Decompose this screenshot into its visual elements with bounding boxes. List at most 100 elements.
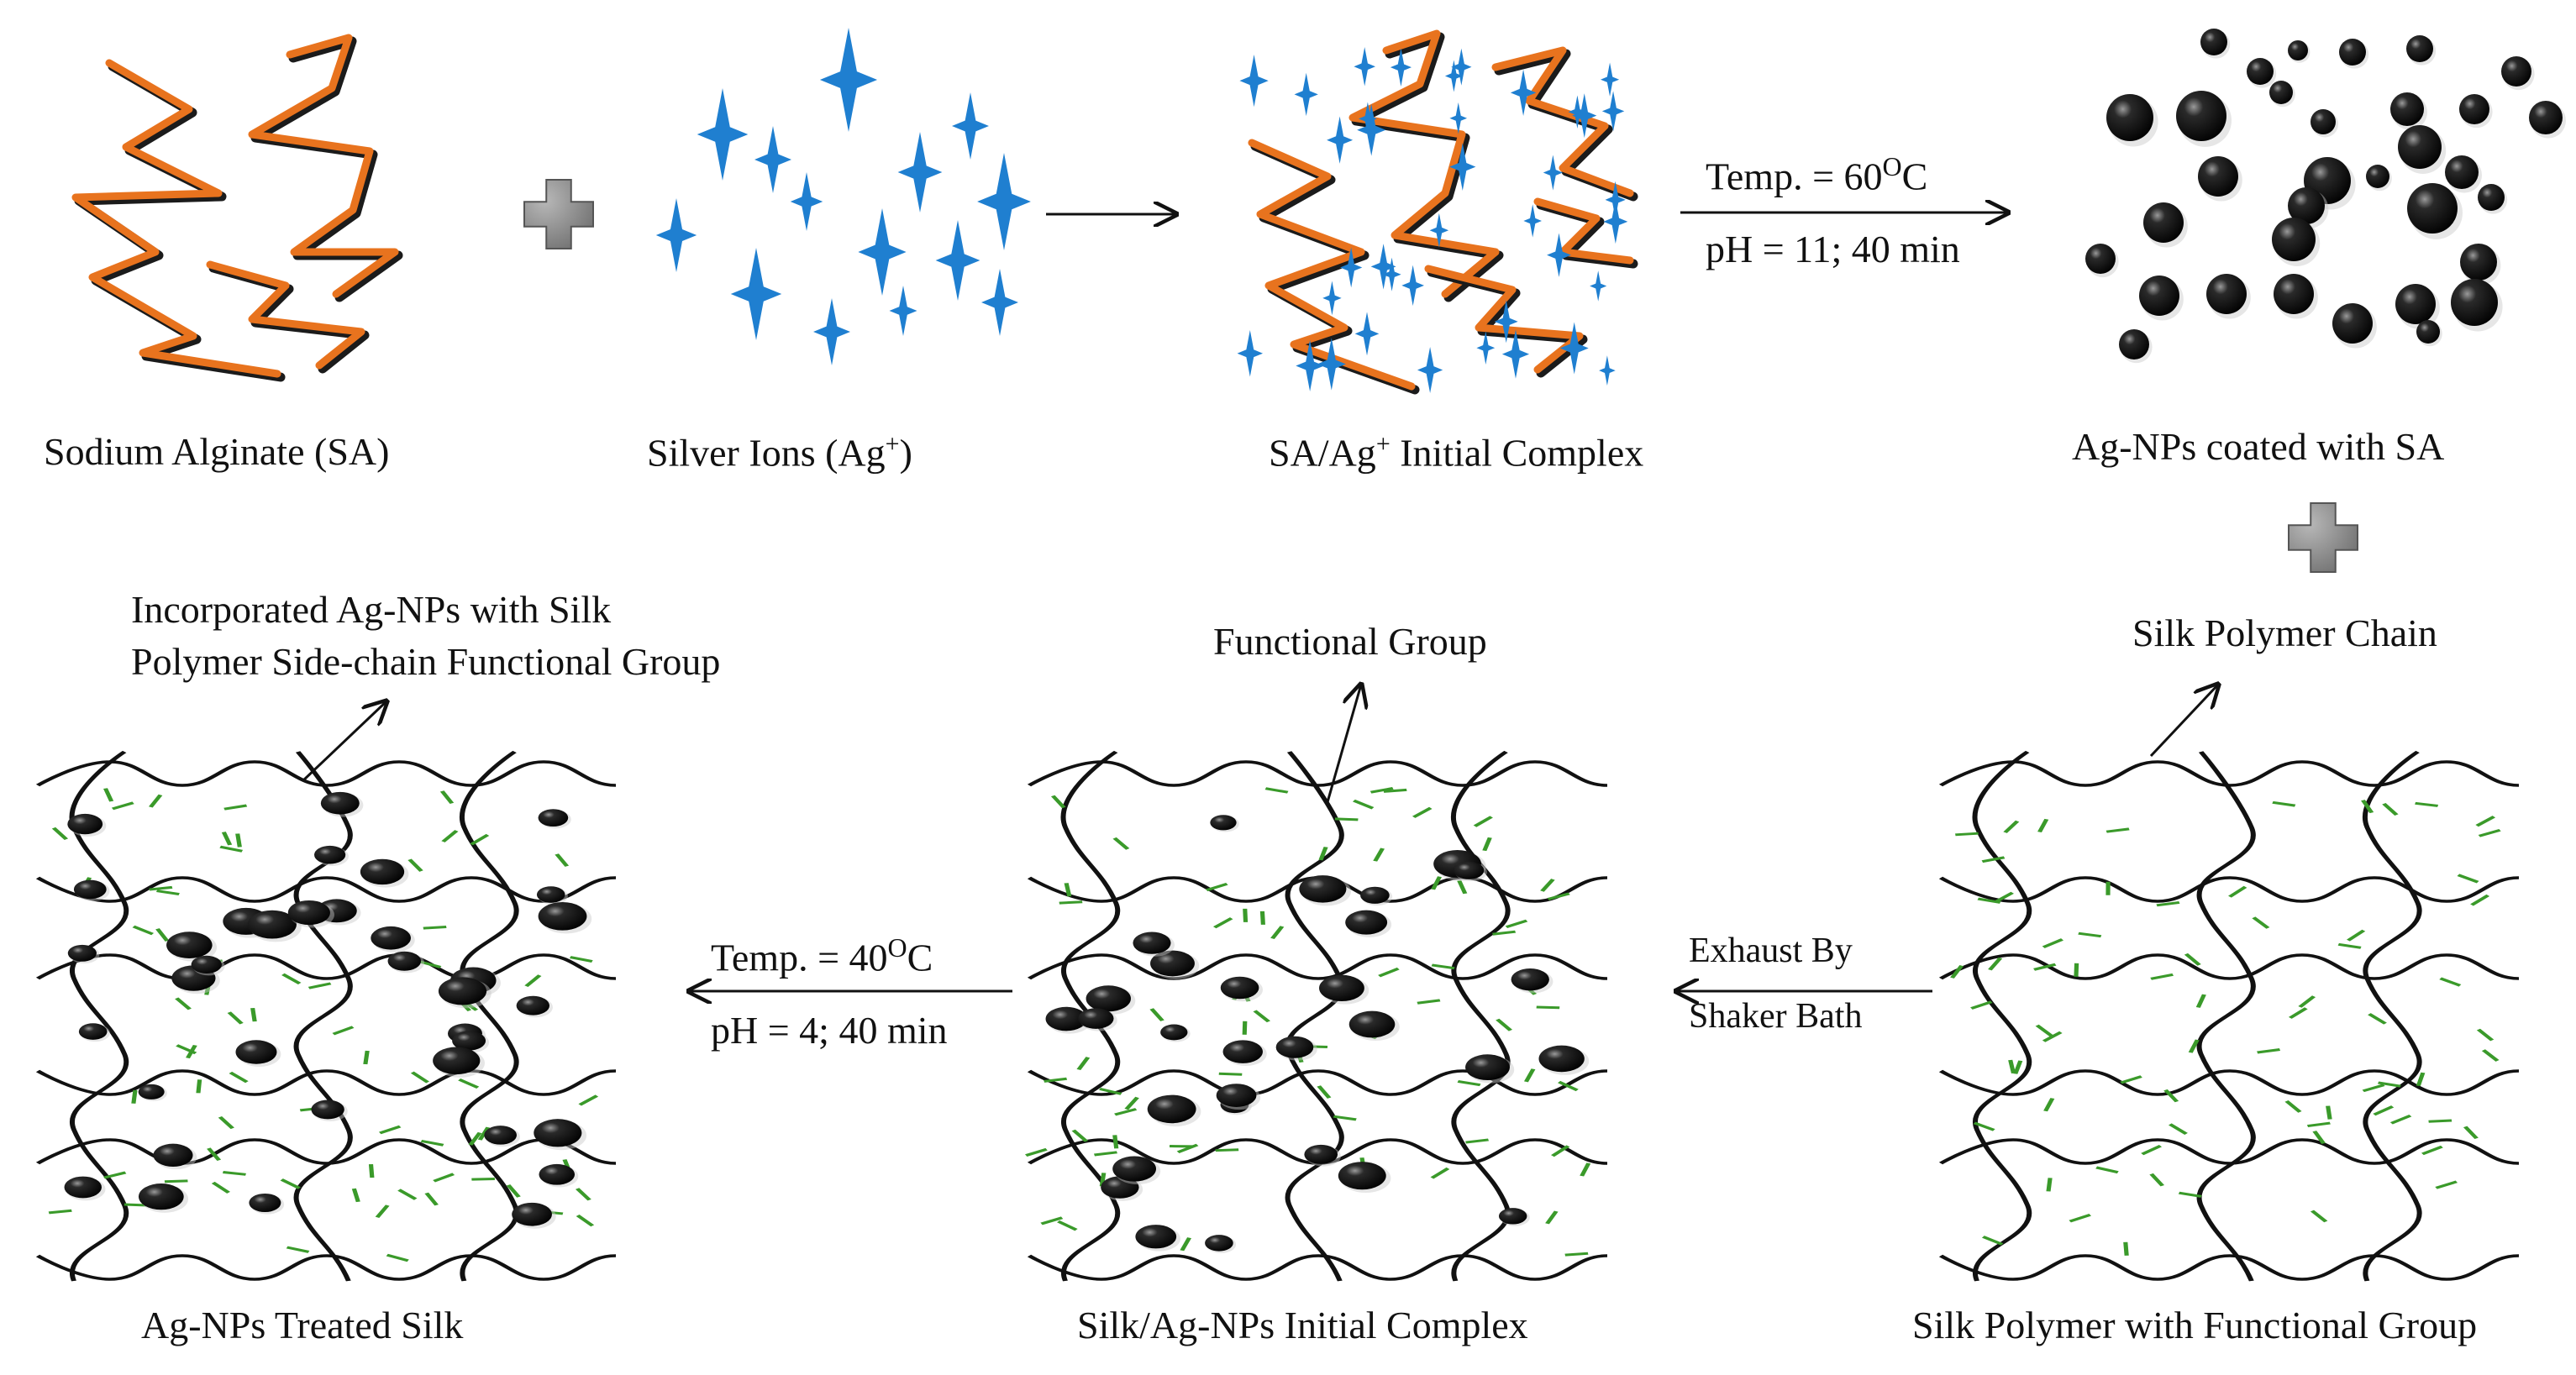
silver-ion-icon — [1543, 155, 1563, 191]
complex-chain-shadow — [1351, 32, 1504, 302]
silk-chain-horizontal — [1938, 953, 2520, 980]
functional-group-mark — [2470, 894, 2490, 906]
nanoparticle-icon — [1275, 1036, 1314, 1058]
silver-ion-icon — [1237, 330, 1264, 377]
nanoparticle-icon — [249, 1193, 281, 1213]
functional-group-mark — [281, 973, 302, 985]
functional-group-mark — [1180, 1237, 1191, 1252]
nanoparticle-icon — [2176, 91, 2226, 141]
silver-ion-icon — [1327, 116, 1354, 164]
functional-group-mark — [1977, 897, 2001, 904]
nanoparticle-icon — [1147, 1094, 1196, 1124]
silk-chain-horizontal — [35, 1069, 617, 1096]
functional-group-mark — [1431, 876, 1442, 890]
silver-ion-icon — [1296, 339, 1324, 392]
nanoparticle-icon — [484, 1126, 518, 1145]
temp60-degree: O — [1882, 151, 1902, 181]
functional-group-mark — [524, 974, 542, 988]
functional-group-mark — [51, 827, 69, 840]
silver-ion-icon — [1572, 93, 1597, 139]
nanoparticle-icon — [1538, 1045, 1585, 1073]
nanoparticle-icon — [1078, 1008, 1114, 1029]
arrow-line — [1326, 685, 1361, 803]
temp40-text: Temp. = 40 — [711, 936, 888, 979]
complex-chain — [1248, 139, 1416, 391]
functional-group-mark — [2306, 1121, 2331, 1128]
functional-group-mark — [386, 1253, 409, 1262]
nanoparticle-icon — [1498, 1208, 1527, 1225]
functional-group-mark — [2312, 1131, 2326, 1144]
silk-chain-vertical — [1450, 750, 1511, 1282]
nanoparticle-icon — [2501, 56, 2531, 87]
functional-group-mark — [477, 1126, 491, 1141]
nanoparticle-icon — [1454, 861, 1485, 879]
ag-treated-silk-network — [35, 750, 617, 1282]
nanoparticle-icon — [2106, 94, 2153, 141]
silver-ion-icon — [697, 88, 749, 181]
functional-group-mark — [1557, 1080, 1579, 1092]
silver-ion-icon — [1599, 355, 1616, 386]
silk-chain-vertical — [2362, 750, 2422, 1282]
functional-group-mark — [2428, 1119, 2452, 1123]
silk-chain-horizontal — [35, 1138, 617, 1165]
functional-group-mark — [223, 804, 248, 811]
nanoparticle-icon — [2445, 155, 2479, 189]
functional-group-mark — [1318, 847, 1328, 861]
nanoparticle-icon — [1135, 1225, 1177, 1249]
functional-group-mark — [148, 794, 163, 808]
functional-group-mark — [1430, 1167, 1450, 1179]
nanoparticle-icon — [2269, 81, 2293, 104]
nanoparticle-icon — [1112, 1156, 1157, 1182]
nanoparticle-icon — [78, 1023, 108, 1040]
nanoparticle-icon — [1299, 875, 1347, 903]
silver-ion-icon — [1523, 204, 1542, 238]
functional-group-mark — [2435, 1180, 2458, 1189]
functional-group-mark — [1040, 1216, 1064, 1225]
functional-group-mark — [2415, 801, 2439, 807]
functional-group-mark — [219, 845, 244, 853]
functional-group-mark — [124, 1203, 148, 1207]
nanoparticle-icon — [2288, 40, 2308, 60]
silk-chain-horizontal — [1938, 1069, 2520, 1096]
temp60-unit: C — [1901, 155, 1928, 198]
label-silk-polymer-chain: Silk Polymer Chain — [2132, 611, 2437, 654]
nanoparticle-icon — [438, 977, 487, 1005]
complex-text: SA/Ag — [1269, 431, 1376, 475]
nanoparticle-icon — [2311, 109, 2336, 134]
functional-group-mark — [2168, 1123, 2188, 1135]
functional-group-mark — [2150, 973, 2174, 980]
silk-chain-horizontal — [1938, 760, 2520, 787]
silver-ion-icon — [1590, 270, 1607, 302]
silver-ion-icon — [1417, 347, 1443, 394]
functional-group-mark — [1317, 1085, 1332, 1099]
silver-ion-icon — [977, 153, 1031, 250]
complex-text-end: Initial Complex — [1390, 431, 1644, 475]
nanoparticle-icon — [311, 1099, 344, 1120]
functional-group-mark — [1417, 999, 1441, 1005]
nanoparticle-icon — [2339, 39, 2366, 66]
functional-group-mark — [1093, 1151, 1117, 1157]
plus-icon — [523, 179, 594, 249]
functional-group-mark — [2361, 800, 2374, 814]
functional-group-mark — [1540, 879, 1555, 892]
nanoparticle-icon — [67, 944, 97, 962]
functional-group-mark — [1333, 1115, 1357, 1121]
functional-group-mark — [375, 1204, 390, 1218]
nanoparticle-icon — [2198, 156, 2238, 197]
nanoparticle-icon — [138, 1183, 184, 1210]
functional-group-mark — [186, 1044, 197, 1059]
silver-ion-icon — [1547, 233, 1571, 277]
functional-group-mark — [363, 1050, 370, 1065]
functional-group-mark — [569, 956, 593, 963]
functional-group-mark — [1112, 837, 1130, 850]
nanoparticle-icon — [538, 902, 587, 931]
annotation-pointers — [301, 685, 2218, 803]
functional-group-mark — [433, 1173, 455, 1183]
functional-group-mark — [1218, 1072, 1243, 1076]
silver-ions-text: Silver Ions (Ag — [647, 431, 886, 475]
functional-group-mark — [2272, 800, 2296, 807]
silver-ion-icon — [1358, 102, 1377, 136]
functional-group-mark — [211, 1181, 231, 1194]
silk-ag-initial-complex-network — [1025, 750, 1608, 1282]
sodium-alginate-chains — [71, 34, 403, 382]
